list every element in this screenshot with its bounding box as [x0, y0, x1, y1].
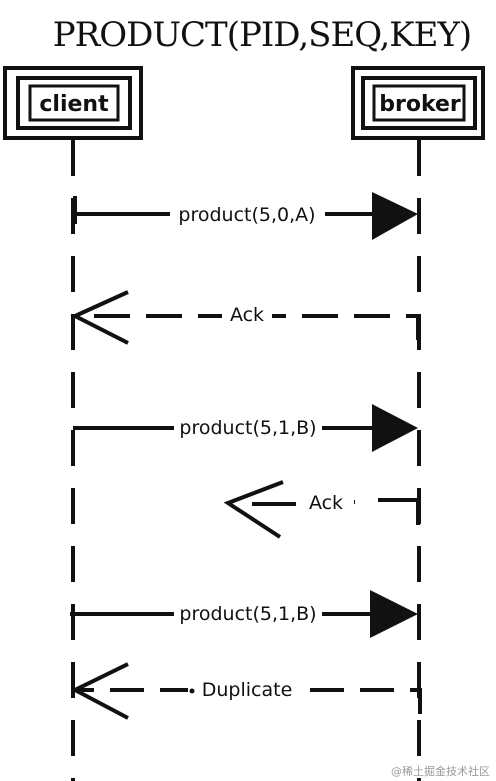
message-5-label: product(5,1,B): [179, 603, 316, 625]
arrowhead-open: [70, 662, 129, 720]
message-3-request: product(5,1,B): [73, 404, 418, 452]
watermark: @稀土掘金技术社区: [391, 764, 490, 778]
message-4-label: Ack: [309, 492, 343, 514]
message-2-response: Ack: [70, 290, 420, 345]
broker-label: broker: [379, 92, 461, 117]
arrowhead-open: [223, 480, 284, 539]
message-2-label: Ack: [230, 304, 264, 326]
client-actor: client: [3, 66, 143, 140]
message-1-request: product(5,0,A): [73, 192, 418, 240]
message-5-request: product(5,1,B): [70, 590, 418, 638]
arrowhead-filled: [372, 404, 418, 452]
diagram-title: PRODUCT(PID,SEQ,KEY): [53, 15, 471, 55]
client-label: client: [39, 92, 109, 117]
arrowhead-filled: [370, 590, 418, 638]
message-4-lost-response: Ack: [223, 480, 420, 539]
arrowhead-filled: [372, 192, 418, 240]
message-6-response: Duplicate: [70, 662, 422, 720]
bullet-dot: [189, 688, 195, 694]
broker-actor: broker: [351, 66, 485, 140]
message-6-label: Duplicate: [202, 679, 293, 701]
message-1-label: product(5,0,A): [178, 204, 315, 226]
arrowhead-open: [70, 290, 129, 345]
message-3-label: product(5,1,B): [179, 417, 316, 439]
